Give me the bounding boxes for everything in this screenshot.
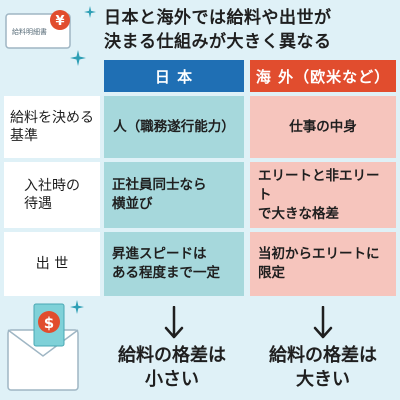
overseas-header: 海 外（欧米など） (250, 60, 396, 92)
japan-header: 日 本 (104, 60, 244, 92)
dollar-symbol: $ (44, 314, 54, 332)
japan-cell: 昇進スピードは ある程度まで一定 (104, 232, 244, 296)
overseas-cell: 当初からエリートに 限定 (250, 232, 396, 296)
japan-result: 給料の格差は 小さい (118, 345, 226, 390)
sparkle-icon (70, 50, 86, 66)
overseas-cell: 仕事の中身 (250, 96, 396, 158)
sparkle-icon (84, 6, 96, 18)
yen-symbol: ¥ (55, 14, 64, 29)
down-arrow-icon (313, 306, 333, 339)
envelope-dollar-icon: $ (7, 303, 79, 391)
overseas-cell: エリートと非エリート で大きな格差 (250, 162, 396, 228)
envelope-yen-icon: 給料明細書 ¥ (5, 10, 71, 49)
down-arrow-icon (164, 306, 184, 339)
envelope-label: 給料明細書 (12, 27, 47, 36)
japan-cell: 正社員同士なら 横並び (104, 162, 244, 228)
page-title: 日本と海外では給料や出世が 決まる仕組みが大きく異なる (104, 8, 332, 52)
comparison-table: 日 本 海 外（欧米など） 給料を決める 基準 人（職務遂行能力） 仕事の中身 … (4, 60, 396, 300)
row-label: 入社時の 待遇 (4, 162, 100, 228)
row-label: 給料を決める 基準 (4, 96, 100, 158)
overseas-result: 給料の格差は 大きい (269, 345, 377, 390)
sparkle-icon (70, 300, 84, 314)
japan-cell: 人（職務遂行能力） (104, 96, 244, 158)
row-label: 出 世 (4, 232, 100, 296)
